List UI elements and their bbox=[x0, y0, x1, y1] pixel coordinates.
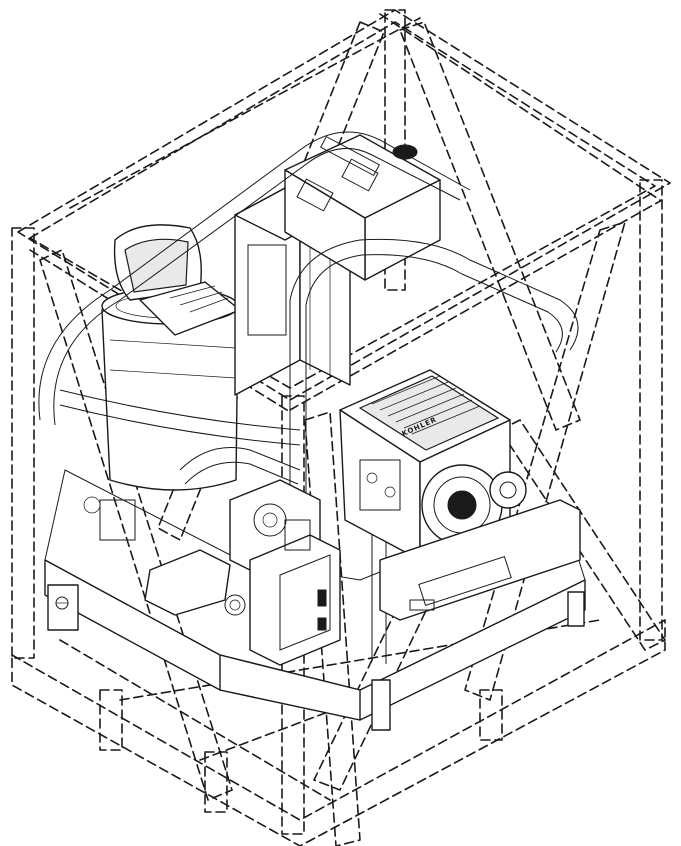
operator-seat bbox=[113, 224, 241, 336]
right-skid bbox=[379, 499, 581, 621]
control-box bbox=[249, 519, 341, 666]
front-hose-reel-bracket bbox=[144, 549, 246, 616]
crate-base-skid bbox=[11, 619, 666, 846]
base-frame bbox=[44, 469, 586, 731]
roll-cage bbox=[38, 131, 579, 664]
pressure-washer-machine: KOHLER bbox=[38, 131, 586, 731]
